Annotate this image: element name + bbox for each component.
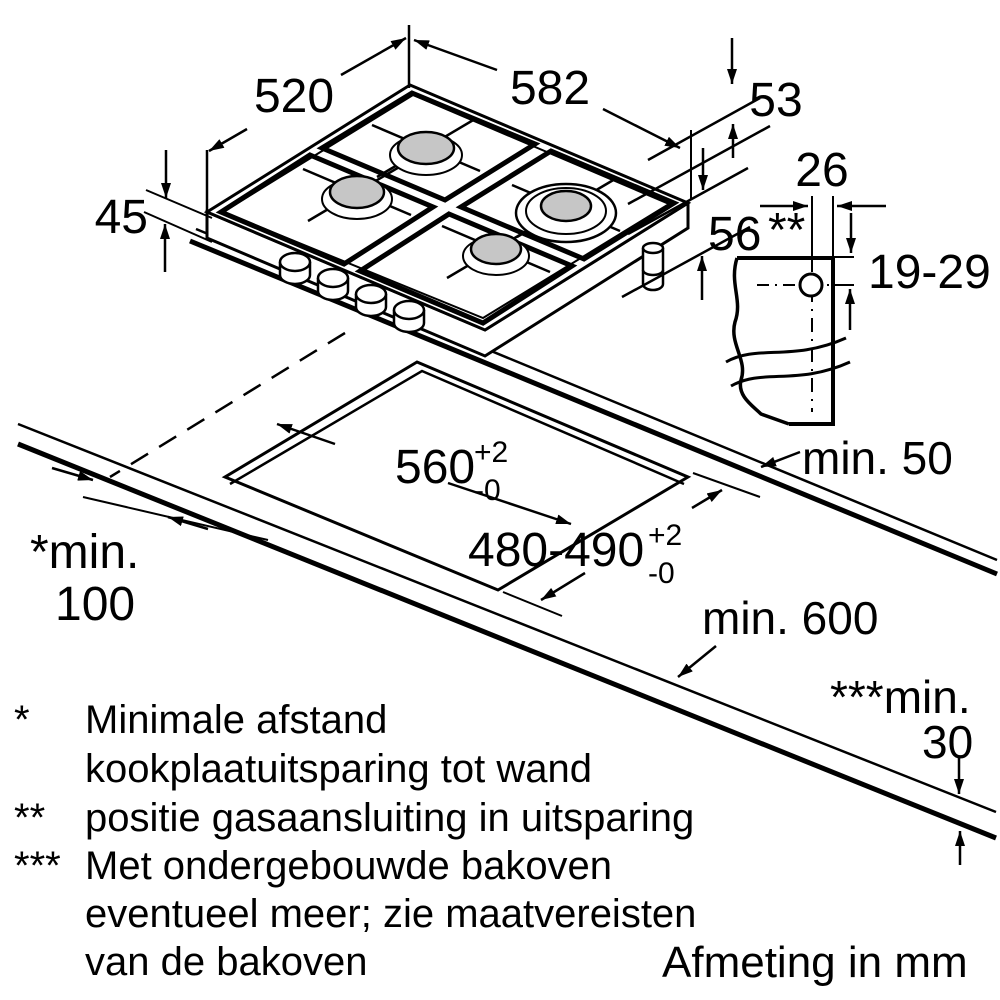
dim-56: 56 [708, 208, 761, 261]
cutout-inner-edge [229, 369, 685, 486]
cutout-ext-front [502, 591, 563, 617]
cutout-outline [221, 360, 692, 592]
dim-53: 53 [749, 74, 802, 127]
footnote-3-marker: *** [14, 844, 61, 888]
dim-min-30-line1: ***min. [830, 671, 971, 723]
footnote-3-line2: eventueel meer; zie maatvereisten [85, 892, 696, 936]
hob-dimensions [143, 25, 771, 300]
dim-520: 520 [254, 70, 334, 123]
dim-min-100-line1: *min. [30, 526, 139, 579]
knob [392, 299, 426, 334]
footnote-2-marker: ** [14, 796, 45, 840]
section-break-line-2 [730, 360, 851, 388]
section-break-line-1 [725, 336, 847, 364]
footnote-2-line1: positie gasaansluiting in uitsparing [85, 796, 694, 840]
footnote-1-line2: kookplaatuitsparing tot wand [85, 747, 592, 791]
dim-480-490-tol-plus: +2 [648, 519, 682, 552]
footnote-3-line1: Met ondergebouwde bakoven [85, 844, 612, 888]
knob [354, 283, 388, 318]
worktop-section-torn-edge [732, 257, 790, 426]
hob-drawing [203, 83, 692, 358]
dim-560-tol-plus: +2 [474, 436, 508, 469]
worktop-front-edge-top [17, 422, 997, 814]
dim-min-100-line2: 100 [55, 578, 135, 631]
dimension-labels: 520 582 53 45 56 26 ** 19-29 min. 50 560… [30, 62, 991, 768]
dim-45: 45 [95, 191, 148, 244]
cutout-ext-right [692, 472, 761, 498]
worktop-section-outline [737, 256, 835, 426]
units-caption: Afmeting in mm [662, 938, 968, 987]
worktop-dimensions [51, 422, 965, 865]
gas-connection-hole [798, 272, 824, 298]
dim-19-29: 19-29 [868, 246, 991, 299]
worktop-front-edge-bottom [17, 441, 997, 841]
burner-left [321, 174, 393, 220]
dim-min-30-line2: 30 [922, 716, 973, 768]
burners [321, 130, 618, 276]
gas-conn-marker: ** [768, 204, 805, 257]
dim-480-490-tol-minus: -0 [648, 557, 675, 590]
footnote-3-line3: van de bakoven [85, 940, 367, 984]
knob [316, 267, 350, 302]
cross-section-detail [725, 196, 886, 426]
dim-560: 560 [395, 441, 475, 494]
dim-min-50: min. 50 [802, 432, 953, 484]
pan-supports [215, 90, 680, 326]
knob [278, 251, 312, 286]
dim-min-600: min. 600 [702, 592, 878, 644]
burner-back [389, 130, 463, 176]
projection-dashed-line [109, 331, 346, 479]
dim-26: 26 [795, 144, 848, 197]
burner-front [462, 232, 530, 276]
dim-560-tol-minus: -0 [474, 474, 501, 507]
hob-knobs [278, 251, 426, 334]
burner-wok [514, 182, 618, 244]
footnote-1-line1: Minimale afstand [85, 698, 387, 742]
footnotes: * Minimale afstand kookplaatuitsparing t… [14, 698, 696, 984]
hob-foot [641, 241, 665, 292]
dim-480-490: 480-490 [468, 524, 644, 577]
dim-582: 582 [510, 62, 590, 115]
footnote-1-marker: * [14, 698, 30, 742]
